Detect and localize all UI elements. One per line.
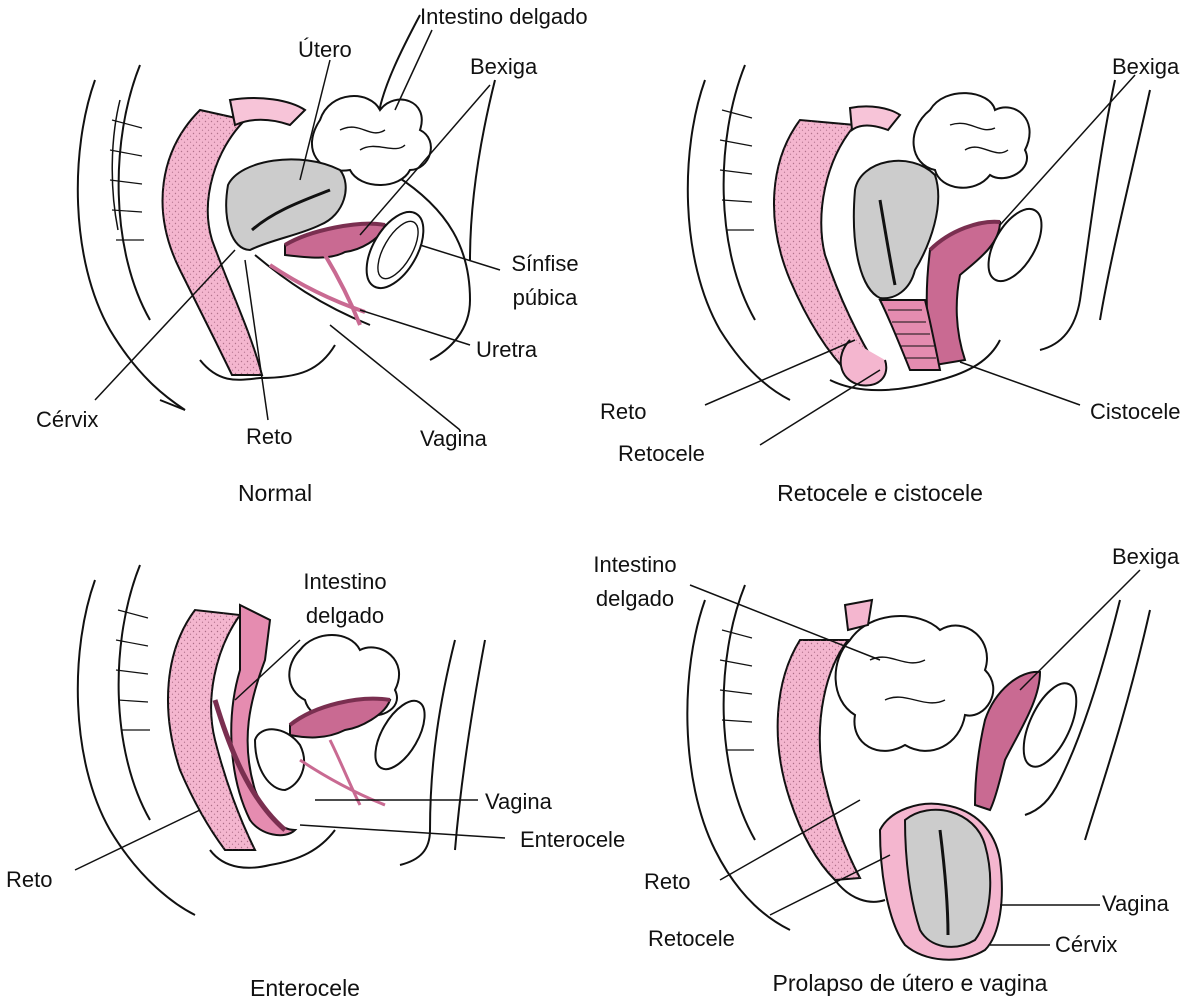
label-cervix: Cérvix bbox=[36, 407, 99, 432]
label-bexiga: Bexiga bbox=[470, 54, 538, 79]
label-reto: Reto bbox=[246, 424, 293, 449]
label-reto: Reto bbox=[600, 399, 647, 424]
panel-enterocele-illustration bbox=[74, 564, 506, 916]
label-vagina: Vagina bbox=[420, 426, 487, 451]
label-cervix: Cérvix bbox=[1055, 932, 1118, 957]
label-vagina: Vagina bbox=[485, 789, 552, 814]
label-bexiga: Bexiga bbox=[1112, 544, 1180, 569]
label-sinfise-line1: Sínfise bbox=[511, 251, 579, 276]
panel-prolapso-illustration bbox=[686, 569, 1151, 961]
label-reto: Reto bbox=[6, 867, 53, 892]
panel-title-normal: Normal bbox=[237, 480, 313, 506]
label-sinfise-line2: púbica bbox=[512, 285, 578, 310]
label-intestino-line2: delgado bbox=[595, 586, 675, 611]
label-vagina: Vagina bbox=[1102, 891, 1169, 916]
label-utero: Útero bbox=[298, 37, 352, 62]
label-retocele: Retocele bbox=[648, 926, 735, 951]
label-intestino-line1: Intestino bbox=[593, 552, 677, 577]
label-bexiga: Bexiga bbox=[1112, 54, 1180, 79]
label-uretra: Uretra bbox=[476, 337, 538, 362]
panel-title-retocele-cistocele: Retocele e cistocele bbox=[777, 480, 983, 506]
label-retocele: Retocele bbox=[618, 441, 705, 466]
panel-normal-illustration bbox=[76, 14, 501, 431]
panel-retocele-cistocele-illustration bbox=[686, 64, 1151, 446]
panel-title-enterocele: Enterocele bbox=[250, 975, 360, 1001]
label-reto: Reto bbox=[644, 869, 691, 894]
panel-title-prolapso: Prolapso de útero e vagina bbox=[772, 970, 1048, 996]
label-cistocele: Cistocele bbox=[1090, 399, 1181, 424]
label-intestino-line1: Intestino bbox=[303, 569, 387, 594]
label-intestino-delgado: Intestino delgado bbox=[420, 4, 588, 29]
label-intestino-line2: delgado bbox=[305, 603, 385, 628]
label-enterocele: Enterocele bbox=[520, 827, 626, 852]
